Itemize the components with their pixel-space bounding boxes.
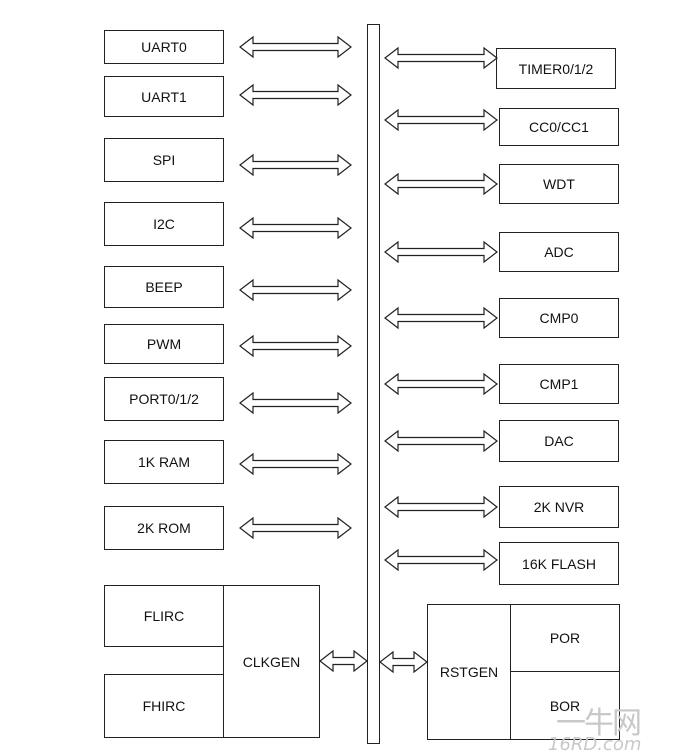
arrow-rom [239, 516, 352, 540]
timer-block: TIMER0/1/2 [496, 48, 616, 89]
arrow-port [239, 391, 352, 415]
flash-label: 16K FLASH [522, 555, 596, 572]
arrow-pwm [239, 334, 352, 358]
adc-block: ADC [499, 232, 619, 272]
wdt-block: WDT [499, 164, 619, 204]
arrow-dac [384, 429, 498, 453]
por-block: POR [510, 604, 620, 672]
arrow-i2c [239, 216, 352, 240]
arrow-spi [239, 153, 352, 177]
pwm-block: PWM [104, 324, 224, 364]
arrow-beep [239, 278, 352, 302]
arrow-cc [384, 108, 498, 132]
clkgen-label: CLKGEN [242, 653, 301, 670]
timer-label: TIMER0/1/2 [518, 60, 594, 77]
arrow-clkgen [319, 649, 368, 673]
cc-label: CC0/CC1 [529, 119, 589, 135]
arrow-wdt [384, 172, 498, 196]
arrow-cmp1 [384, 372, 498, 396]
ram-block: 1K RAM [104, 440, 224, 484]
flash-block: 16K FLASH [499, 542, 619, 585]
arrow-uart1 [239, 83, 352, 107]
uart1-block: UART1 [104, 76, 224, 117]
beep-label: BEEP [145, 279, 183, 295]
ram-label: 1K RAM [137, 454, 191, 470]
cmp0-label: CMP0 [539, 310, 579, 326]
arrow-nvr [384, 495, 498, 519]
i2c-label: I2C [153, 216, 175, 232]
watermark-logo: 一牛网 [556, 706, 642, 741]
nvr-label: 2K NVR [533, 499, 585, 515]
adc-label: ADC [544, 244, 574, 260]
arrow-ram [239, 452, 352, 476]
clkgen-block: CLKGEN [223, 585, 320, 738]
fhirc-block: FHIRC [104, 674, 224, 738]
flirc-block: FLIRC [104, 585, 224, 647]
arrow-flash [384, 548, 498, 572]
wdt-label: WDT [543, 176, 575, 192]
cmp1-label: CMP1 [539, 376, 579, 392]
uart0-block: UART0 [104, 30, 224, 64]
system-bus [367, 24, 380, 744]
uart1-label: UART1 [141, 88, 187, 105]
spi-label: SPI [152, 152, 176, 168]
spi-block: SPI [104, 138, 224, 182]
uart0-label: UART0 [141, 39, 187, 55]
watermark-url: 16RD.com [548, 734, 642, 755]
bor-block: BOR [510, 671, 620, 740]
cmp0-block: CMP0 [499, 298, 619, 338]
port-block: PORT0/1/2 [104, 377, 224, 421]
flirc-label: FLIRC [143, 608, 185, 624]
dac-block: DAC [499, 420, 619, 462]
beep-block: BEEP [104, 266, 224, 308]
arrow-cmp0 [384, 306, 498, 330]
arrow-rstgen [379, 650, 428, 674]
nvr-block: 2K NVR [499, 486, 619, 528]
rstgen-label: RSTGEN [439, 664, 499, 680]
arrow-uart0 [239, 35, 352, 59]
cc-block: CC0/CC1 [499, 108, 619, 146]
i2c-block: I2C [104, 202, 224, 246]
cmp1-block: CMP1 [499, 364, 619, 404]
bor-label: BOR [549, 697, 581, 714]
arrow-timer [384, 46, 498, 70]
arrow-adc [384, 240, 498, 264]
fhirc-label: FHIRC [142, 698, 186, 714]
rom-label: 2K ROM [137, 520, 191, 536]
dac-label: DAC [544, 433, 574, 449]
port-label: PORT0/1/2 [129, 391, 199, 407]
por-label: POR [549, 630, 581, 646]
rom-block: 2K ROM [104, 506, 224, 550]
pwm-label: PWM [146, 336, 182, 352]
